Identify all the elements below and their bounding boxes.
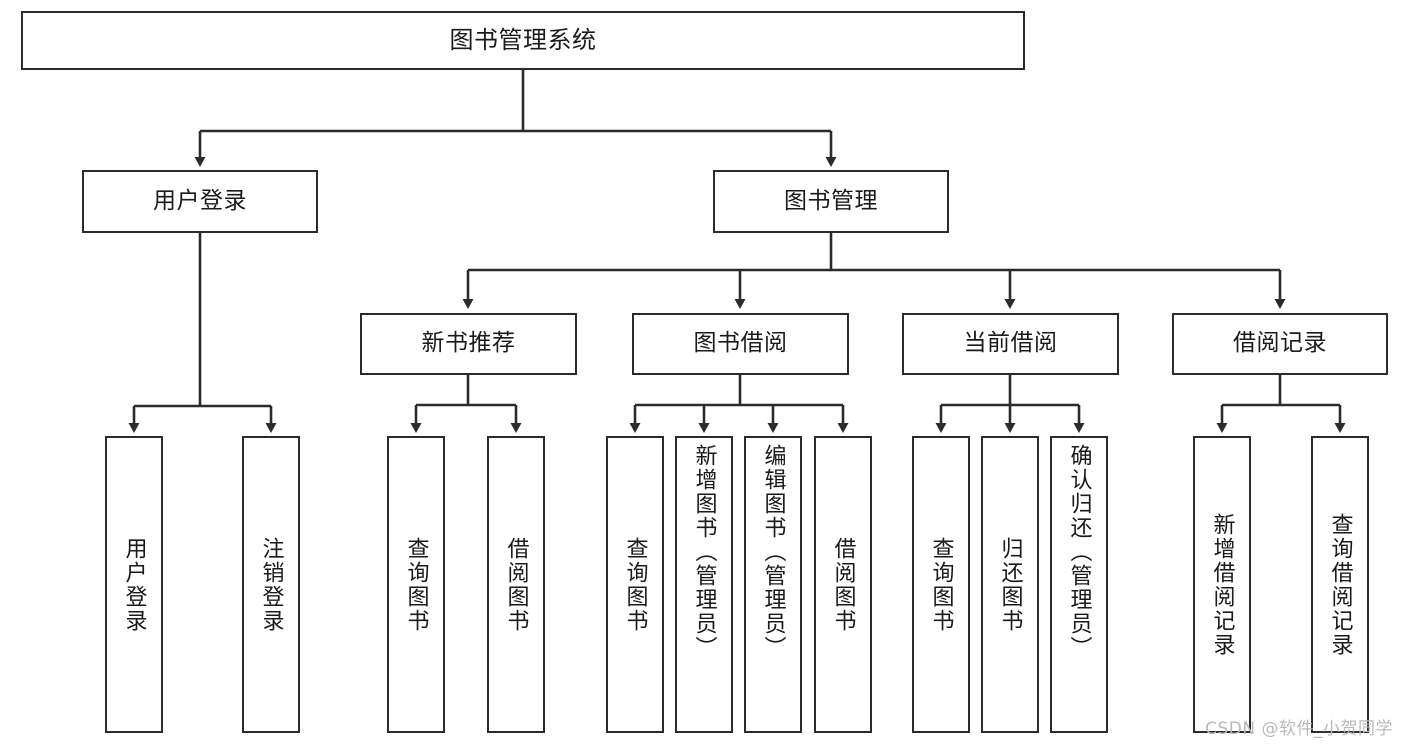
leaf-current-query-book[interactable]: 查询图书 [912,436,970,733]
node-new-book-recommend-label: 新书推荐 [421,330,516,357]
leaf-new-book-borrow[interactable]: 借阅图书 [487,436,545,733]
leaf-records-add-record[interactable]: 新增借阅记录 [1193,436,1251,733]
node-new-book-recommend[interactable]: 新书推荐 [360,313,577,375]
leaf-records-query-record[interactable]: 查询借阅记录 [1311,436,1369,733]
leaf-borrow-borrow-book[interactable]: 借阅图书 [814,436,872,733]
leaf-current-query-book-label: 查询图书 [928,536,954,633]
leaf-user-login-logout[interactable]: 注销登录 [242,436,300,733]
leaf-borrow-edit-book[interactable]: 编辑图书（管理员） [744,436,802,733]
leaf-current-return-book-label: 归还图书 [997,536,1023,633]
csdn-watermark: CSDN @软件_小贺同学 [1205,719,1393,739]
leaf-borrow-add-book-label: 新增图书（管理员） [691,444,717,660]
leaf-current-confirm-return[interactable]: 确认归还（管理员） [1050,436,1108,733]
leaf-user-login-login[interactable]: 用户登录 [105,436,163,733]
node-borrow-records-label: 借阅记录 [1233,330,1327,357]
leaf-new-book-query[interactable]: 查询图书 [387,436,445,733]
node-current-borrow[interactable]: 当前借阅 [902,313,1119,375]
leaf-user-login-login-label: 用户登录 [121,536,147,633]
leaf-borrow-borrow-book-label: 借阅图书 [830,536,856,633]
node-book-management-label: 图书管理 [784,187,878,214]
node-book-borrow-label: 图书借阅 [693,330,788,357]
node-user-login[interactable]: 用户登录 [82,170,318,233]
node-book-borrow[interactable]: 图书借阅 [632,313,849,375]
leaf-borrow-add-book[interactable]: 新增图书（管理员） [675,436,733,733]
leaf-records-add-record-label: 新增借阅记录 [1209,512,1235,657]
leaf-borrow-edit-book-label: 编辑图书（管理员） [760,444,786,660]
leaf-new-book-query-label: 查询图书 [403,536,429,633]
leaf-user-login-logout-label: 注销登录 [258,536,284,633]
node-book-management[interactable]: 图书管理 [713,170,949,233]
leaf-new-book-borrow-label: 借阅图书 [503,536,529,633]
node-borrow-records[interactable]: 借阅记录 [1172,313,1388,375]
leaf-records-query-record-label: 查询借阅记录 [1327,512,1353,657]
node-root[interactable]: 图书管理系统 [21,11,1025,70]
leaf-borrow-query-book[interactable]: 查询图书 [606,436,664,733]
node-current-borrow-label: 当前借阅 [963,330,1058,357]
node-user-login-label: 用户登录 [153,187,247,214]
leaf-current-return-book[interactable]: 归还图书 [981,436,1039,733]
node-root-label: 图书管理系统 [449,26,597,55]
leaf-current-confirm-return-label: 确认归还（管理员） [1066,444,1092,660]
leaf-borrow-query-book-label: 查询图书 [622,536,648,633]
